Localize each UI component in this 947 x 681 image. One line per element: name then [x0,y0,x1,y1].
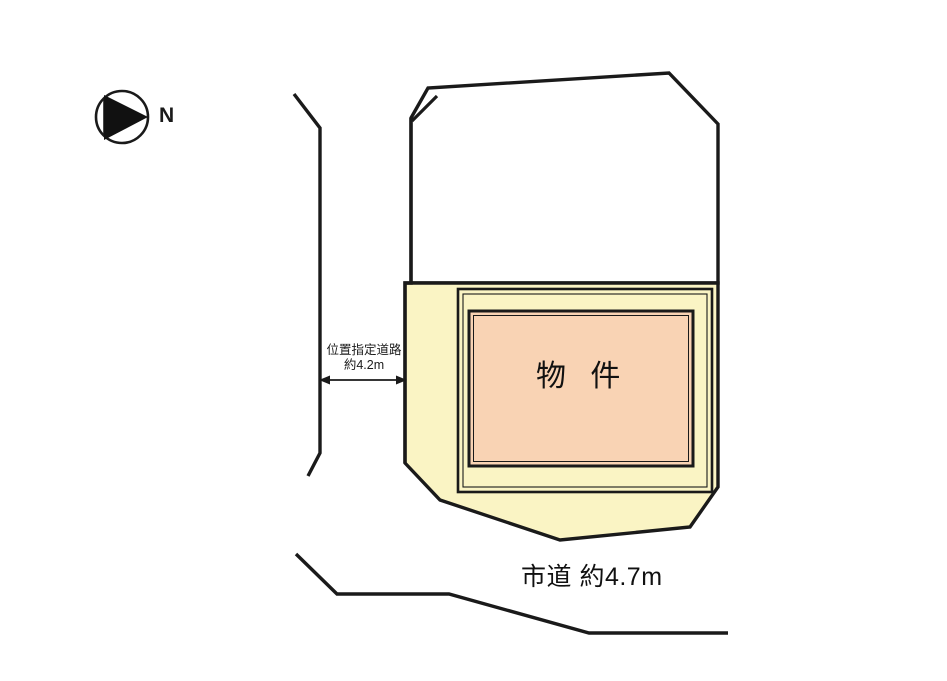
building-footprint-inset [473,315,689,462]
compass-north-label: N [159,104,175,127]
parcel-corner-tick [410,94,439,123]
property-label: 物 件 [536,360,629,393]
private-road-dimension-label: 位置指定道路 約4.2m [320,343,408,374]
private-road-type-text: 位置指定道路 [326,343,402,357]
lot-inner-frame-inset [462,293,708,488]
north-arrow-icon [94,89,150,145]
building-footprint [467,309,695,468]
private-road-west-boundary [292,92,322,477]
city-road-dimension-label: 市道 約4.7m [521,563,663,591]
private-road-width-text: 約4.2m [343,358,385,373]
neighbouring-parcel [409,71,720,285]
private-road-width-dimension [319,375,407,385]
city-road-south-boundary [294,552,728,635]
private-road-east-boundary [403,118,413,463]
